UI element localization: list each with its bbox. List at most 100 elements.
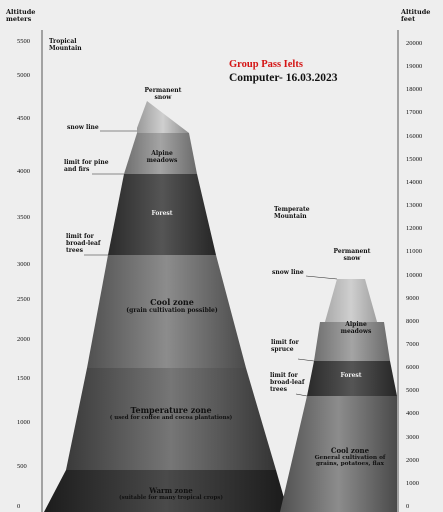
temperate-forest-band: [307, 361, 397, 396]
tropical-alpine-line-2: meadows: [146, 157, 178, 164]
tropical-alpine-line-1: Alpine: [151, 150, 173, 157]
right-axis-tick: 5000: [406, 387, 419, 394]
right-axis-tick: 7000: [406, 341, 419, 348]
tropical-title-line-1: Tropical: [49, 38, 77, 45]
temperate-permanent-snow-label: Permanent snow: [327, 248, 377, 262]
tropical-warm-line-2: (suitable for many tropical crops): [119, 495, 223, 501]
tropical-title-line-2: Mountain: [49, 45, 82, 52]
tropical-alpine-band: [124, 133, 197, 174]
temperate-alpine-label: Alpine meadows: [330, 321, 382, 335]
temperate-title-line-2: Mountain: [274, 213, 307, 220]
right-axis-title-line-2: feet: [401, 15, 416, 23]
right-axis-title: Altitude feet: [401, 9, 430, 23]
right-axis-tick: 6000: [406, 364, 419, 371]
tropical-warm-band: [44, 470, 288, 512]
left-axis-tick: 5500: [17, 38, 30, 45]
right-axis-tick: 18000: [406, 86, 423, 93]
tropical-cool-line-1: Cool zone: [150, 297, 194, 307]
right-axis-tick: 14000: [406, 179, 423, 186]
left-axis-tick: 4500: [17, 115, 30, 122]
left-axis-tick: 2000: [17, 336, 30, 343]
right-axis-tick: 11000: [406, 248, 423, 255]
temperate-title-line-1: Temperate: [274, 206, 310, 213]
right-axis-tick: 19000: [406, 63, 423, 70]
temperate-alpine-band: [314, 322, 390, 361]
right-axis-tick: 4000: [406, 410, 419, 417]
left-axis-tick: 4000: [17, 168, 30, 175]
temperate-cool-zone-label: Cool zone General cultivation of grains,…: [302, 446, 398, 467]
tropical-cool-zone-label: Cool zone (grain cultivation possible): [112, 297, 232, 314]
right-axis-title-line-1: Altitude: [401, 8, 431, 16]
temperate-cool-line-1: Cool zone: [330, 446, 370, 455]
tropical-pine-line-1: limit for pine: [64, 159, 109, 166]
right-axis-tick: 15000: [406, 156, 423, 163]
tropical-pine-line-2: and firs: [64, 166, 90, 173]
right-axis-tick: 10000: [406, 272, 423, 279]
tropical-broadleaf-line-3: trees: [66, 247, 83, 254]
tropical-permanent-snow-line-2: snow: [154, 94, 172, 101]
tropical-broadleaf-limit-label: limit for broad-leaf trees: [66, 233, 101, 254]
temperate-spruce-line-1: limit for: [271, 339, 299, 346]
temperate-spruce-pointer: [297, 358, 315, 362]
tropical-temperate-zone-label: Temperature zone ( used for coffee and c…: [96, 405, 246, 421]
left-axis-tick: 0: [17, 503, 21, 510]
temperate-forest-label: Forest: [340, 372, 362, 379]
tropical-title: Tropical Mountain: [49, 38, 82, 52]
header-line-1: Group Pass Ielts: [229, 59, 303, 70]
tropical-temperate-line-2: ( used for coffee and cocoa plantations): [109, 415, 233, 421]
temperate-permanent-snow-line-2: snow: [343, 255, 361, 262]
temperate-cool-band: [280, 396, 397, 512]
tropical-cool-band: [87, 255, 246, 368]
tropical-warm-zone-label: Warm zone (suitable for many tropical cr…: [96, 486, 246, 501]
right-axis-tick: 0: [406, 503, 410, 510]
left-axis-tick: 1000: [17, 419, 30, 426]
temperate-alpine-line-1: Alpine: [345, 321, 367, 328]
tropical-snow-band: [137, 101, 189, 133]
left-axis-tick: 500: [17, 463, 27, 470]
tropical-permanent-snow-line-1: Permanent: [144, 87, 182, 94]
temperate-snow-line-pointer: [305, 275, 338, 280]
tropical-permanent-snow-label: Permanent snow: [138, 87, 188, 101]
right-axis-tick: 9000: [406, 295, 419, 302]
tropical-warm-line-1: Warm zone: [149, 486, 193, 495]
tropical-broadleaf-line-1: limit for: [66, 233, 94, 240]
temperate-permanent-snow-line-1: Permanent: [333, 248, 371, 255]
left-axis-title: Altitude meters: [6, 9, 35, 23]
left-axis-tick: 2500: [17, 296, 30, 303]
temperate-spruce-line-2: spruce: [271, 346, 294, 353]
temperate-alpine-line-2: meadows: [340, 328, 372, 335]
right-axis-tick: 17000: [406, 109, 423, 116]
right-axis-tick: 8000: [406, 318, 419, 325]
left-axis-tick: 3500: [17, 214, 30, 221]
temperate-cool-line-3: grains, potatoes, flax: [316, 461, 384, 467]
right-axis-tick: 12000: [406, 225, 423, 232]
tropical-broadleaf-line-2: broad-leaf: [66, 240, 101, 247]
left-axis-title-line-1: Altitude: [6, 8, 36, 16]
tropical-alpine-label: Alpine meadows: [136, 150, 188, 164]
right-axis-tick: 16000: [406, 133, 423, 140]
tropical-forest-label: Forest: [151, 210, 173, 217]
temperate-broadleaf-line-1: limit for: [270, 372, 298, 379]
right-axis-tick: 3000: [406, 434, 419, 441]
tropical-snow-line-label: snow line: [67, 124, 99, 131]
tropical-forest-band: [108, 174, 216, 255]
left-axis-tick: 3000: [17, 261, 30, 268]
tropical-temperate-line-1: Temperature zone: [130, 405, 212, 415]
temperate-broadleaf-line-3: trees: [270, 386, 287, 393]
left-axis-tick: 5000: [17, 72, 30, 79]
tropical-temperate-band: [66, 368, 276, 470]
temperate-snow-line-label: snow line: [272, 269, 304, 276]
tropical-pine-limit-label: limit for pine and firs: [64, 159, 109, 173]
temperate-broadleaf-pointer: [295, 393, 308, 397]
temperate-broadleaf-limit-label: limit for broad-leaf trees: [270, 372, 305, 393]
temperate-broadleaf-line-2: broad-leaf: [270, 379, 305, 386]
right-axis-tick: 1000: [406, 480, 419, 487]
right-axis-tick: 2000: [406, 457, 419, 464]
left-axis-tick: 1500: [17, 375, 30, 382]
right-axis-tick: 20000: [406, 40, 423, 47]
temperate-title: Temperate Mountain: [274, 206, 310, 220]
right-axis-tick: 13000: [406, 202, 423, 209]
temperate-cool-line-2: General cultivation of: [314, 455, 386, 461]
tropical-cool-line-2: (grain cultivation possible): [126, 307, 218, 314]
